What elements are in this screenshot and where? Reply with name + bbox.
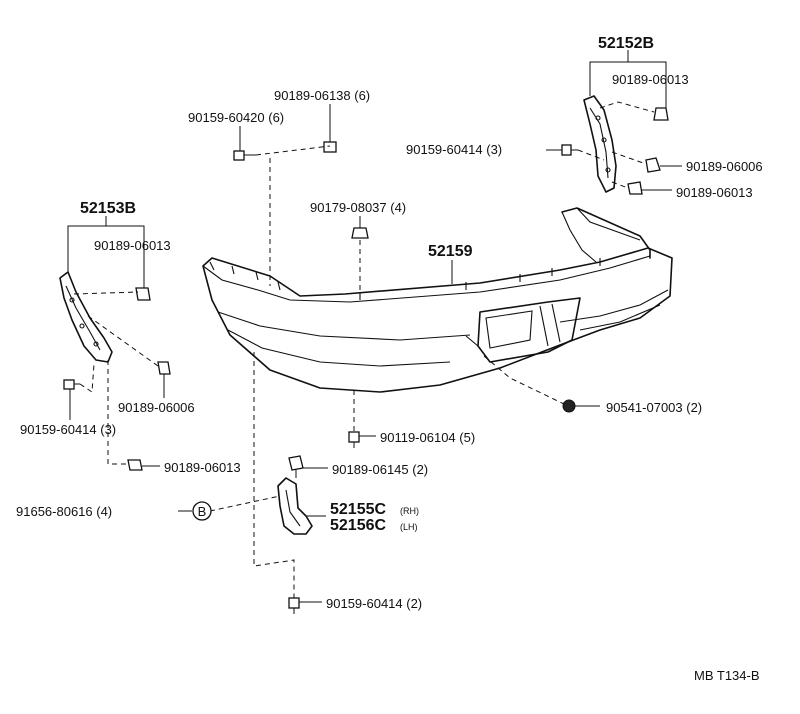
screw-icon-90159-60414-b (288, 597, 300, 614)
label-rh: (RH) (400, 506, 419, 516)
screw-icon-90119-06104 (348, 431, 360, 448)
label-52153B: 52153B (80, 200, 136, 217)
screw-icon-90189-06145 (288, 455, 304, 478)
label-90159-60414-left: 90159-60414 (3) (20, 422, 116, 437)
label-91656-80616: 91656-80616 (4) (16, 504, 112, 519)
label-52156C: 52156C (330, 517, 386, 534)
rear-bumper-cover (202, 207, 673, 393)
label-90159-60414-bottom: 90159-60414 (2) (326, 596, 422, 611)
screw-icon-90159-60414-l (63, 379, 80, 390)
label-90189-06006-left: 90189-06006 (118, 400, 195, 415)
leader-lines (67, 50, 682, 603)
nut-icon-90189-06013-bl (127, 459, 143, 471)
label-90189-06006-right: 90189-06006 (686, 159, 763, 174)
label-lh: (LH) (400, 522, 418, 532)
label-90159-60414-top-right: 90159-60414 (3) (406, 142, 502, 157)
bolt-icon-90159-60420 (233, 150, 256, 161)
label-90189-06013-right: 90189-06013 (676, 185, 753, 200)
label-52155C: 52155C (330, 501, 386, 518)
label-52152B: 52152B (598, 35, 654, 52)
reference-marker-b-label: B (198, 504, 207, 519)
screw-icon-90159-60414-tr (561, 144, 578, 156)
label-90119-06104: 90119-06104 (5) (380, 430, 475, 445)
lower-support-bracket (277, 477, 313, 535)
reference-marker-b: B (192, 501, 212, 521)
installation-lines (73, 101, 655, 598)
nut-icon-90189-06006-l (157, 361, 171, 375)
label-90189-06013-top-right: 90189-06013 (612, 72, 689, 87)
nut-icon-90189-06138 (323, 141, 337, 153)
label-90189-06145: 90189-06145 (2) (332, 462, 428, 477)
nut-icon-90189-06013-tr (653, 107, 669, 121)
label-90189-06138: 90189-06138 (6) (274, 88, 370, 103)
right-side-retainer-bracket (583, 95, 617, 193)
diagram-code: MB T134-B (694, 668, 760, 683)
nut-icon-90189-06013-r (627, 181, 643, 195)
nut-icon-90189-06013-l (135, 287, 151, 301)
left-side-retainer-bracket (59, 271, 113, 363)
label-90541-07003: 90541-07003 (2) (606, 400, 702, 415)
label-90179-08037: 90179-08037 (4) (310, 200, 406, 215)
label-90189-06013-left: 90189-06013 (94, 238, 171, 253)
label-90189-06013-bottom-left: 90189-06013 (164, 460, 241, 475)
nut-icon-90189-06006-r (645, 157, 661, 173)
label-52159: 52159 (428, 243, 473, 260)
nut-icon-90541-07003 (562, 399, 576, 413)
clip-icon-90179-08037 (351, 227, 369, 239)
label-90159-60420: 90159-60420 (6) (188, 110, 284, 125)
